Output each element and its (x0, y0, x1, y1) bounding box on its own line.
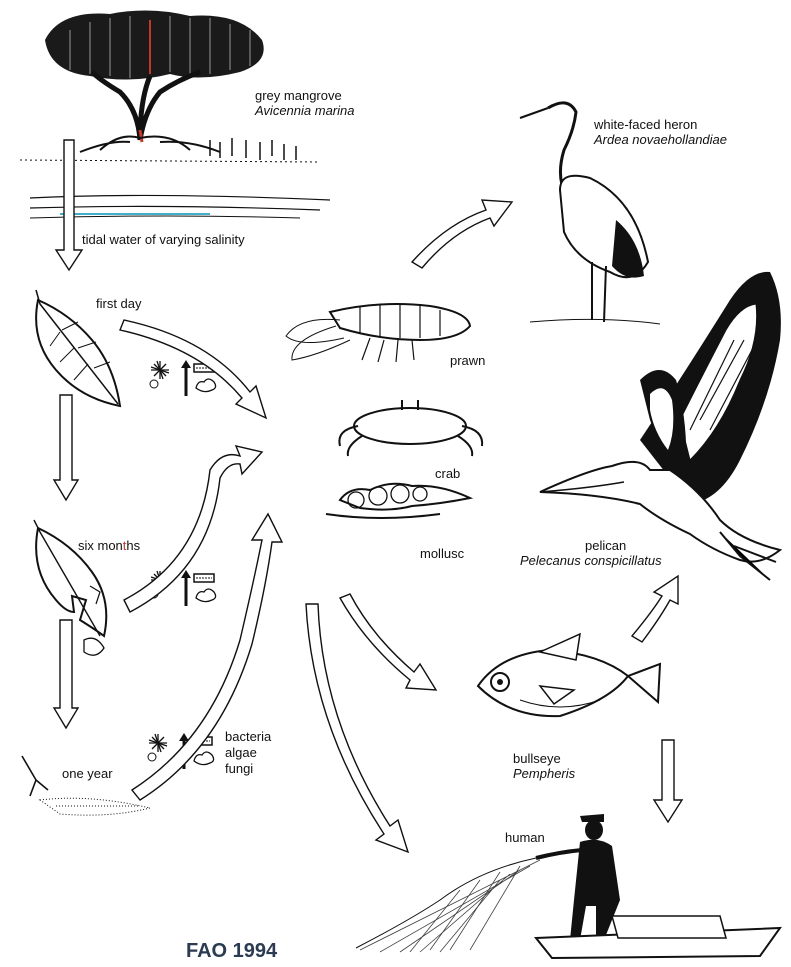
bullseye-scientific-name: Pempheris (513, 766, 575, 781)
arrow-to-pelican (632, 576, 678, 642)
stage-label-one-year: one year (62, 766, 113, 781)
pelican-common-name: pelican (585, 538, 626, 553)
mangrove-common-name: grey mangrove (255, 88, 342, 103)
source-credit: FAO 1994 (186, 940, 277, 963)
leaf-fall-arrow (56, 140, 82, 270)
mangrove-scientific-name: Avicennia marina (255, 103, 354, 118)
decomposer-label-bacteria: bacteria (225, 729, 271, 744)
prawn-label: prawn (450, 353, 485, 368)
human-fisher-illustration (356, 814, 780, 958)
detritus-flow-arrows (120, 320, 282, 800)
pelican-scientific-name: Pelecanus conspicillatus (520, 553, 662, 568)
leaf-one-year-illustration (22, 756, 150, 815)
crab-illustration (339, 400, 482, 456)
heron-common-name: white-faced heron (594, 117, 697, 132)
decomposer-label-algae: algae (225, 745, 257, 760)
arrow-bullseye-to-human (654, 740, 682, 822)
human-label: human (505, 830, 545, 845)
prawn-illustration (286, 304, 470, 362)
stage-label-six-months: six months (78, 538, 140, 553)
mollusc-label: mollusc (420, 546, 464, 561)
mangrove-tree-illustration (20, 10, 320, 162)
arrow-invertebrates-to-human (306, 604, 408, 852)
heron-scientific-name: Ardea novaehollandiae (594, 132, 727, 147)
pelican-illustration (540, 272, 781, 580)
tidal-water-illustration (30, 195, 330, 218)
crab-label: crab (435, 466, 460, 481)
decomposer-label-fungi: fungi (225, 761, 253, 776)
arrow-to-bullseye (340, 594, 436, 690)
mollusc-illustration (326, 484, 470, 518)
water-label: tidal water of varying salinity (82, 232, 245, 247)
bullseye-illustration (478, 634, 660, 716)
bullseye-common-name: bullseye (513, 751, 561, 766)
stage-label-first-day: first day (96, 296, 142, 311)
arrow-to-heron (412, 200, 512, 268)
